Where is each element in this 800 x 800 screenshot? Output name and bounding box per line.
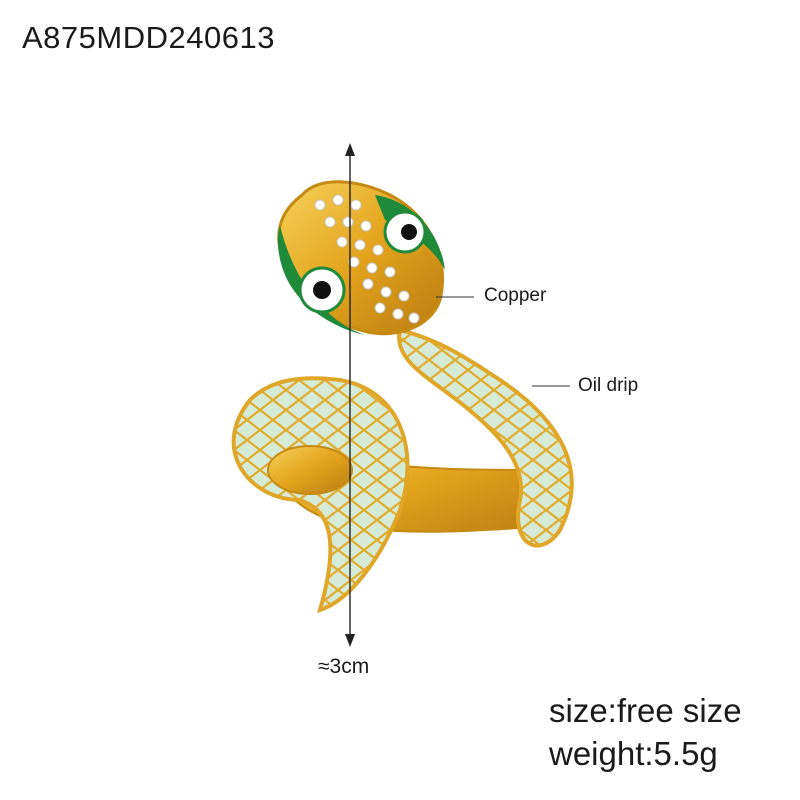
product-sku: A875MDD240613 — [22, 20, 275, 55]
finish-label: Oil drip — [578, 375, 639, 396]
dimension-label: ≈3cm — [318, 655, 370, 678]
size-spec: size:free size — [549, 692, 742, 729]
snake-body — [397, 327, 574, 548]
pave-stones — [314, 194, 420, 324]
dimension-arrow — [345, 143, 355, 647]
eye-left-icon — [298, 266, 346, 314]
eye-right-icon — [383, 210, 427, 254]
weight-spec: weight:5.5g — [549, 735, 718, 772]
material-label: Copper — [484, 285, 547, 306]
